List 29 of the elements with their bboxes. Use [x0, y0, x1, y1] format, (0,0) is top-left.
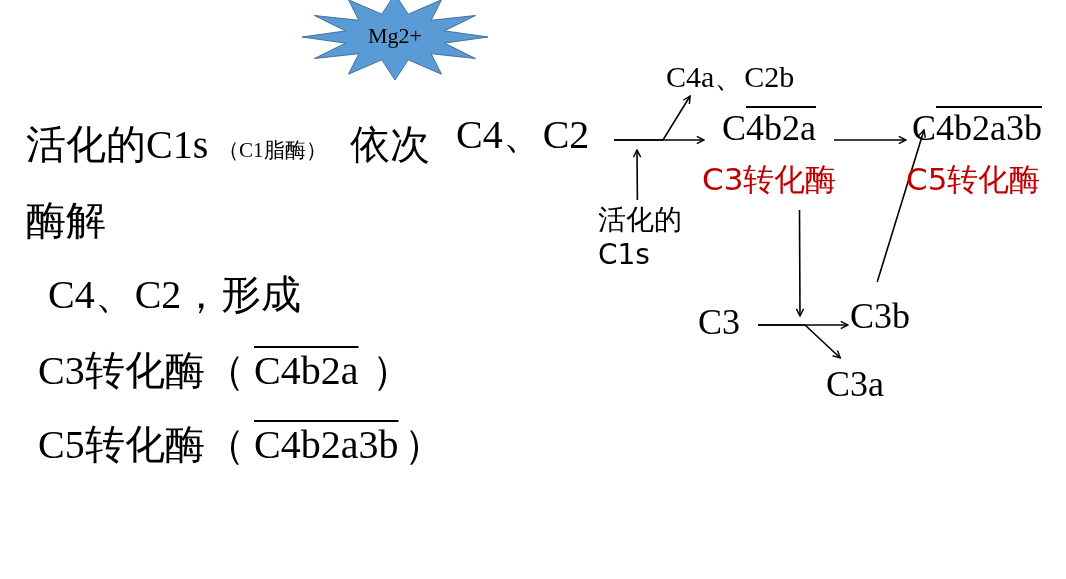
text-line: ） — [372, 348, 412, 394]
term-label: C4b2a — [722, 108, 816, 150]
term-label: C3 — [698, 302, 754, 346]
text-line: C5转化酶（ — [38, 422, 245, 468]
term-label: 活化的C1s — [598, 202, 694, 278]
term-label: C4b2a3b — [912, 108, 1042, 150]
text-line: C4b2a3b — [254, 422, 399, 468]
arrow — [876, 129, 927, 283]
term-label: C4a、C2b — [666, 60, 800, 96]
text-line: 酶解 — [26, 198, 106, 244]
enzyme-label: C5转化酶 — [906, 162, 1041, 198]
text-line: C4b2a — [254, 348, 359, 394]
text-line: 活化的C1s — [26, 122, 209, 168]
arrow — [795, 209, 805, 317]
arrow — [757, 324, 842, 359]
arrow — [632, 149, 642, 201]
arrow — [833, 135, 907, 145]
enzyme-label: C3转化酶 — [702, 162, 837, 198]
term-label: C3b — [850, 296, 918, 340]
text-line: 依次 — [350, 122, 430, 168]
arrow — [613, 95, 691, 141]
term-label: C3a — [826, 364, 888, 406]
starburst-shape — [300, 0, 490, 82]
text-line: （C1脂酶） — [218, 138, 327, 163]
text-line: ） — [404, 422, 444, 468]
node-label: Mg2+ — [367, 23, 423, 49]
term-label: C4、C2 — [456, 112, 602, 160]
text-line: C4、C2，形成 — [48, 272, 302, 318]
text-line: C3转化酶（ — [38, 348, 245, 394]
